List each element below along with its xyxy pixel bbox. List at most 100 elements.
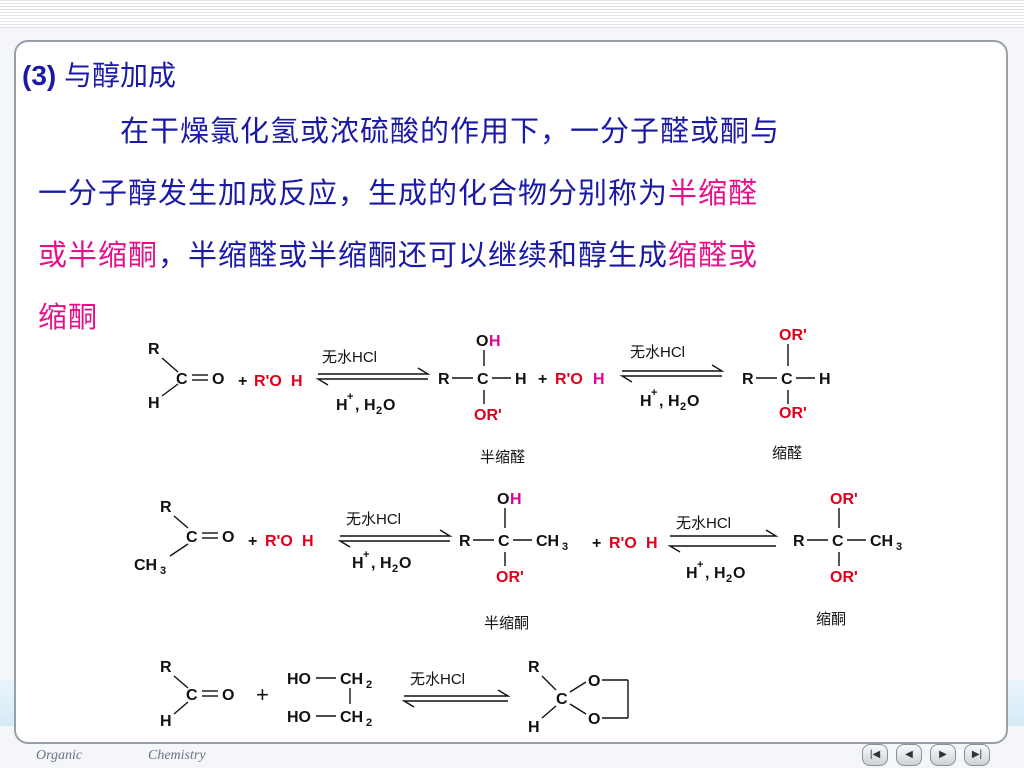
reaction-cyclic-acetal: R H C O + HO CH 2 HO CH 2 无水HCl R H C O … xyxy=(160,659,629,736)
equilibrium-arrow xyxy=(667,545,776,553)
footer-chemistry: Chemistry xyxy=(148,748,206,763)
atom-r: R xyxy=(742,371,754,388)
atom-h: H xyxy=(510,491,522,508)
bond xyxy=(161,383,179,397)
equilibrium-arrow xyxy=(337,540,450,548)
acid-h: H xyxy=(352,555,364,572)
atom-c: C xyxy=(176,371,188,388)
bond xyxy=(541,675,557,691)
alcohol-ro: R'O xyxy=(609,535,637,552)
caption-acetal: 缩醛 xyxy=(772,445,802,462)
term-hemiketal: 或半缩酮 xyxy=(38,238,159,272)
methylene-ch: CH xyxy=(340,709,363,726)
alkoxy-or: OR' xyxy=(496,569,524,586)
atom-c: C xyxy=(832,533,844,550)
catalyst-label: 无水HCl xyxy=(322,349,377,366)
alkoxy-or: OR' xyxy=(830,491,858,508)
plus-sign: + xyxy=(238,373,247,390)
atom-r: R xyxy=(438,371,450,388)
nav-prev-button[interactable]: ◀ xyxy=(896,744,922,766)
water-sub: 2 xyxy=(376,405,382,417)
term-acetal: 缩醛或 xyxy=(668,238,759,272)
acid-plus: + xyxy=(697,559,703,571)
plus-sign: + xyxy=(538,371,547,388)
atom-c: C xyxy=(477,371,489,388)
plus-sign: + xyxy=(256,682,269,707)
atom-c: C xyxy=(186,529,198,546)
bond xyxy=(169,543,189,557)
atom-r: R xyxy=(160,659,172,676)
methyl-ch: CH xyxy=(134,557,157,574)
alkoxy-or: OR' xyxy=(779,405,807,422)
water-o: O xyxy=(733,565,745,582)
equilibrium-arrow xyxy=(670,529,779,537)
atom-r: R xyxy=(793,533,805,550)
atom-o: O xyxy=(212,371,224,388)
acid-h: H xyxy=(686,565,698,582)
ring-o: O xyxy=(588,711,600,728)
nav-last-button[interactable]: ▶| xyxy=(964,744,990,766)
atom-c: C xyxy=(556,691,568,708)
content-frame xyxy=(14,40,1008,744)
atom-o: O xyxy=(222,529,234,546)
nav-next-button[interactable]: ▶ xyxy=(930,744,956,766)
atom-r: R xyxy=(148,341,160,358)
bond xyxy=(173,701,189,715)
bond xyxy=(569,703,587,715)
water-sub: 2 xyxy=(726,573,732,585)
description-paragraph: 在干燥氯化氢或浓硫酸的作用下，一分子醛或酮与 一分子醇发生加成反应，生成的化合物… xyxy=(38,100,998,348)
alcohol-ro: R'O xyxy=(265,533,293,550)
term-hemiacetal: 半缩醛 xyxy=(668,176,759,210)
reaction-aldehyde-hemiacetal-acetal: R H C O + R'O H 无水HCl H + , H 2 O O H R … xyxy=(148,327,831,466)
ring-o: O xyxy=(588,673,600,690)
catalyst-label: 无水HCl xyxy=(630,344,685,361)
methylene-sub: 2 xyxy=(366,679,372,691)
separator: , xyxy=(705,565,709,582)
separator: , xyxy=(371,555,375,572)
equilibrium-arrow xyxy=(622,364,725,372)
section-title: 与醇加成 xyxy=(64,60,177,91)
paragraph-text: 在干燥氯化氢或浓硫酸的作用下，一分子醛或酮与 xyxy=(120,114,781,148)
water-h: H xyxy=(380,555,392,572)
hydroxyl-ho: HO xyxy=(287,671,311,688)
water-sub: 2 xyxy=(392,563,398,575)
nav-first-button[interactable]: |◀ xyxy=(862,744,888,766)
alcohol-h: H xyxy=(646,535,658,552)
hydroxyl-ho: HO xyxy=(287,709,311,726)
acid-plus: + xyxy=(651,387,657,399)
atom-h: H xyxy=(515,371,527,388)
acid-h: H xyxy=(336,397,348,414)
bond xyxy=(173,515,189,529)
atom-h: H xyxy=(528,719,540,736)
water-h: H xyxy=(668,393,680,410)
caption-ketal: 缩酮 xyxy=(816,611,846,628)
methyl-sub: 3 xyxy=(160,565,166,577)
atom-o: O xyxy=(497,491,509,508)
paragraph-line: 一分子醇发生加成反应，生成的化合物分别称为半缩醛 xyxy=(38,162,998,224)
top-stripes xyxy=(0,0,1024,28)
plus-sign: + xyxy=(248,533,257,550)
acid-plus: + xyxy=(347,391,353,403)
water-o: O xyxy=(687,393,699,410)
bond xyxy=(569,681,587,693)
methyl-sub: 3 xyxy=(562,541,568,553)
water-sub: 2 xyxy=(680,401,686,413)
water-h: H xyxy=(364,397,376,414)
atom-c: C xyxy=(781,371,793,388)
section-number: (3) xyxy=(22,60,57,91)
atom-h: H xyxy=(489,333,501,350)
alkoxy-or: OR' xyxy=(474,407,502,424)
bond xyxy=(161,357,179,373)
atom-o: O xyxy=(476,333,488,350)
paragraph-line: 缩酮 xyxy=(38,286,998,348)
term-ketal: 缩酮 xyxy=(38,300,99,334)
separator: , xyxy=(355,397,359,414)
water-o: O xyxy=(383,397,395,414)
equilibrium-arrow xyxy=(315,378,428,386)
equilibrium-arrow xyxy=(401,700,508,708)
bond xyxy=(173,675,189,689)
catalyst-label: 无水HCl xyxy=(410,671,465,688)
section-heading: (3) 与醇加成 xyxy=(22,54,176,94)
catalyst-label: 无水HCl xyxy=(346,511,401,528)
